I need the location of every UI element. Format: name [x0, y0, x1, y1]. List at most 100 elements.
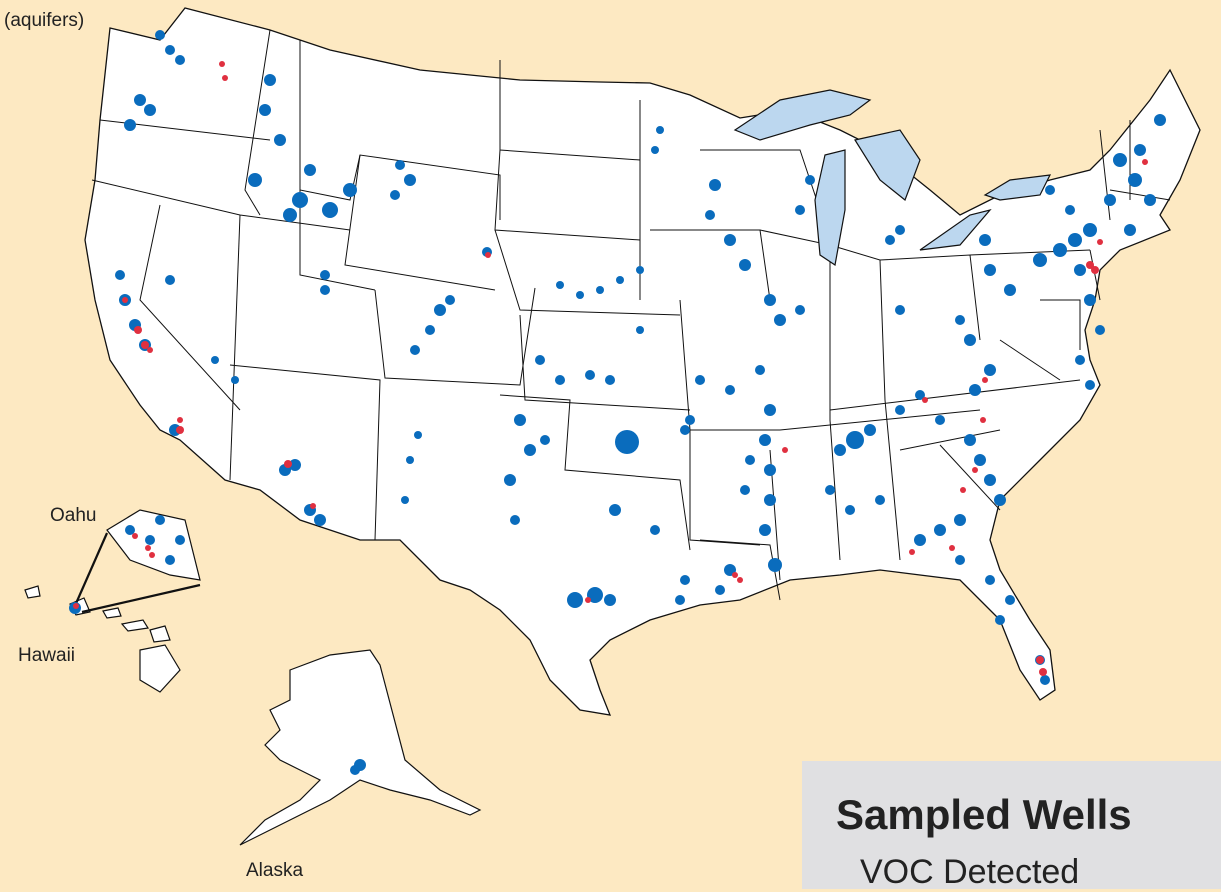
well-dot [1065, 205, 1075, 215]
well-dot [616, 276, 624, 284]
well-dot [724, 234, 736, 246]
well-dot [567, 592, 583, 608]
well-dot [695, 375, 705, 385]
well-dot [1085, 380, 1095, 390]
well-dot [145, 535, 155, 545]
well-dot [125, 525, 135, 535]
well-dot [795, 305, 805, 315]
well-dot [725, 385, 735, 395]
well-dot [155, 515, 165, 525]
well-dot [314, 514, 326, 526]
well-dot [510, 515, 520, 525]
well-dot [535, 355, 545, 365]
voc-detected-dot [485, 252, 491, 258]
voc-detected-dot [732, 572, 738, 578]
voc-detected-group [73, 61, 1148, 676]
well-dot [605, 375, 615, 385]
voc-detected-dot [219, 61, 225, 67]
well-dot [955, 555, 965, 565]
voc-detected-dot [909, 549, 915, 555]
voc-detected-dot [122, 297, 128, 303]
well-dot [795, 205, 805, 215]
voc-detected-dot [1097, 239, 1103, 245]
well-dot [675, 595, 685, 605]
well-dot [740, 485, 750, 495]
well-dot [289, 459, 301, 471]
well-dot [636, 326, 644, 334]
well-dot [434, 304, 446, 316]
well-dot [709, 179, 721, 191]
well-dot [875, 495, 885, 505]
voc-detected-dot [737, 577, 743, 583]
well-dot [915, 390, 925, 400]
well-dot [540, 435, 550, 445]
well-dot [587, 587, 603, 603]
well-dot [805, 175, 815, 185]
legend-panel: Sampled Wells VOC Detected [802, 761, 1221, 891]
well-dot [1040, 675, 1050, 685]
voc-detected-dot [922, 397, 928, 403]
well-dot [1033, 253, 1047, 267]
well-dot [609, 504, 621, 516]
voc-detected-dot [1036, 656, 1044, 664]
well-dot [885, 235, 895, 245]
well-dot [1083, 223, 1097, 237]
well-dot [596, 286, 604, 294]
well-dot [1144, 194, 1156, 206]
voc-detected-dot [149, 552, 155, 558]
oahu-label: Oahu [50, 505, 97, 526]
well-dot [1124, 224, 1136, 236]
well-dot [395, 160, 405, 170]
well-dot [964, 334, 976, 346]
well-dot [425, 325, 435, 335]
voc-detected-dot [141, 341, 149, 349]
well-dot [685, 415, 695, 425]
well-dot [935, 415, 945, 425]
voc-detected-dot [147, 347, 153, 353]
voc-detected-dot [284, 460, 292, 468]
well-dot [774, 314, 786, 326]
voc-detected-dot [222, 75, 228, 81]
well-dot [1095, 325, 1105, 335]
well-dot [615, 430, 639, 454]
well-dot [979, 234, 991, 246]
well-dot [955, 315, 965, 325]
well-dot [556, 281, 564, 289]
voc-detected-dot [310, 503, 316, 509]
well-dot [350, 765, 360, 775]
well-dot [994, 494, 1006, 506]
well-dot [995, 615, 1005, 625]
well-dot [445, 295, 455, 305]
well-dot [954, 514, 966, 526]
well-dot [969, 384, 981, 396]
well-dot [115, 270, 125, 280]
well-dot [1075, 355, 1085, 365]
well-dot [514, 414, 526, 426]
legend-title: Sampled Wells [836, 791, 1132, 838]
well-dot [231, 376, 239, 384]
well-dot [165, 45, 175, 55]
well-dot [274, 134, 286, 146]
well-dot [755, 365, 765, 375]
state-boundaries [91, 29, 1171, 601]
great-lakes [733, 89, 1052, 267]
well-dot [964, 434, 976, 446]
voc-detected-dot [982, 377, 988, 383]
well-dot [390, 190, 400, 200]
voc-detected-dot [132, 533, 138, 539]
well-dot [175, 535, 185, 545]
well-dot [845, 505, 855, 515]
well-dot [745, 455, 755, 465]
well-dot [764, 294, 776, 306]
voc-detected-dot [1091, 266, 1099, 274]
well-dot [1154, 114, 1166, 126]
well-dot [406, 456, 414, 464]
well-dot [834, 444, 846, 456]
well-dot [165, 275, 175, 285]
well-dot [705, 210, 715, 220]
hawaii-label: Hawaii [18, 645, 76, 666]
well-dot [1084, 294, 1096, 306]
well-dot [895, 305, 905, 315]
well-dot [134, 94, 146, 106]
